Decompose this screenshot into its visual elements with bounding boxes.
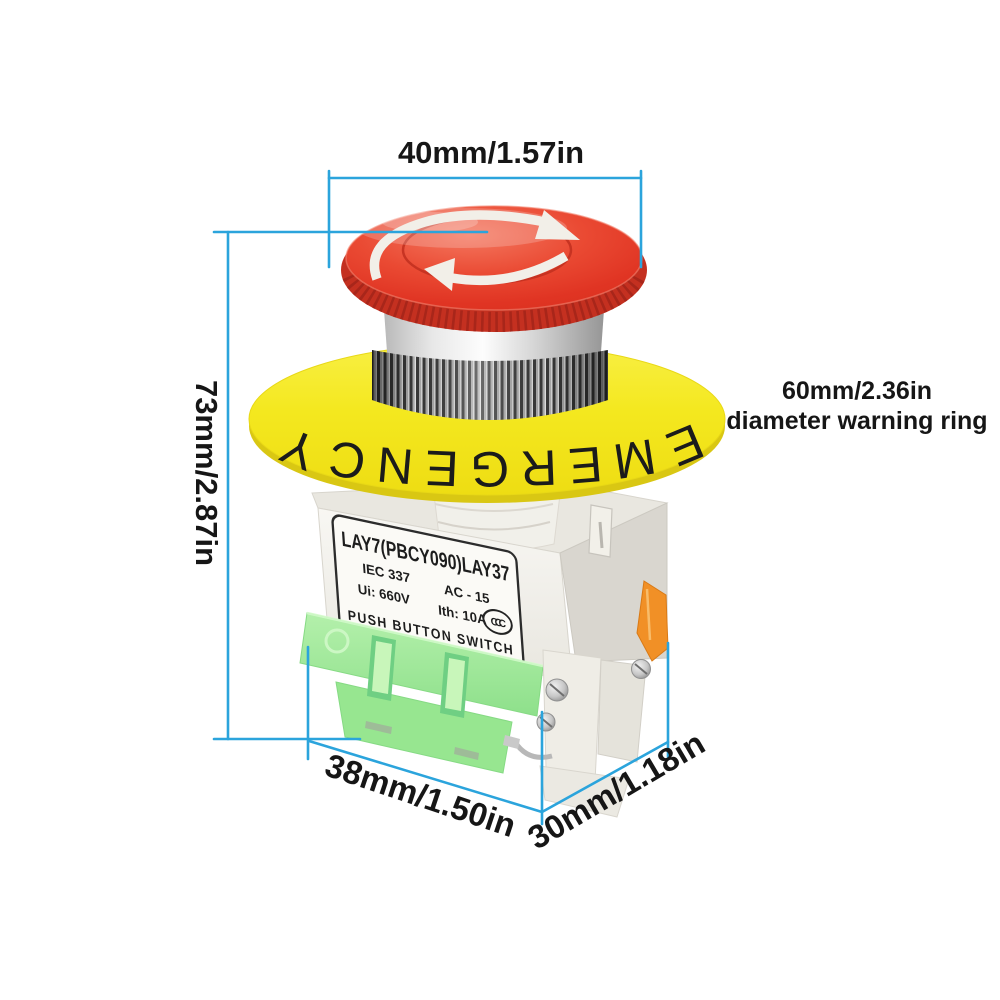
body-slot-detail <box>588 504 613 558</box>
stem-collar <box>372 310 608 420</box>
dimension-annotations <box>212 169 670 826</box>
dim-base-depth-lines <box>540 641 670 814</box>
dim-height-lines <box>212 230 489 741</box>
orange-latch-tab <box>636 580 669 662</box>
base-ear-boss <box>324 628 350 654</box>
contact-base-green <box>299 611 544 774</box>
dim-cap-width-label: 40mm/1.57in <box>398 135 584 170</box>
dim-cap-width-lines <box>327 169 643 269</box>
terminal-blocks <box>503 580 669 818</box>
dim-ring-diameter-label-line1: 60mm/2.36in <box>782 377 932 405</box>
cap-rim-ribs <box>341 270 647 332</box>
rotate-to-release-arrow-icon <box>424 251 569 291</box>
dim-ring-diameter-label-line2: diameter warning ring <box>726 407 987 435</box>
dim-base-width-lines <box>306 645 544 826</box>
rotate-to-release-arrow-icon <box>369 210 580 281</box>
dim-height-label: 73mm/2.87in <box>189 380 224 566</box>
emergency-stop-cap <box>341 205 647 332</box>
switch-body: LAY7(PBCY090)LAY37 IEC 337 AC - 15 Ui: 6… <box>299 477 669 818</box>
